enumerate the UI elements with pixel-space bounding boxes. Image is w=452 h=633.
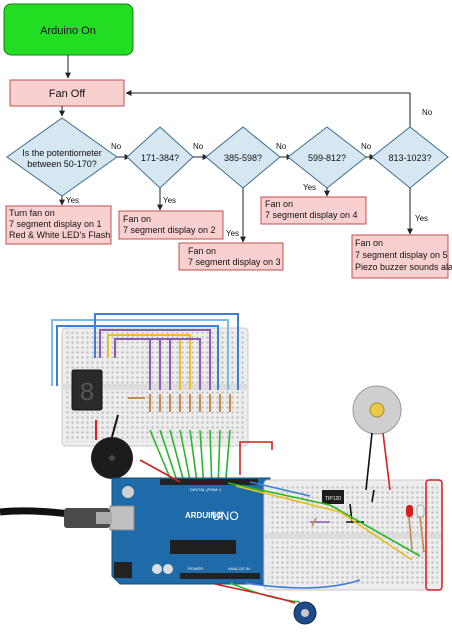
action-1-line-3: Red & White LED's Flash [9,230,110,240]
usb-cable [0,507,112,528]
arduino-model: UNO [212,509,239,523]
led-white [416,504,425,518]
right-wires [139,441,425,561]
circuit-diagram: 8 [0,313,443,625]
action-4-line-1: Fan on [265,199,293,209]
decision-1: Is the potentiometer between 50-170? [6,117,118,197]
analog-header [180,573,260,579]
action-5: Fan on 7 segment display on 5 Piezo buzz… [351,234,452,279]
atmega-chip [170,540,236,554]
resistor-row [149,394,231,412]
action-5-line-1: Fan on [355,238,383,248]
flowchart: Arduino On Fan Off No Is the potentiomet… [3,3,452,279]
decision-4-line-1: 599-812? [308,153,346,163]
decision-1-no-label: No [111,142,122,151]
dc-fan-motor [352,385,402,491]
decision-2-no-label: No [193,142,204,151]
action-2: Fan on 7 segment display on 2 [118,210,224,240]
decision-1-line-2: between 50-170? [27,159,97,169]
decision-5: 813-1023? [371,126,449,189]
decision-2-yes-label: Yes [163,196,176,205]
action-4-line-2: 7 segment display on 4 [265,210,358,220]
seven-segment-display: 8 [71,369,103,411]
tip120-transistor: TIP120 [322,490,344,504]
arduino-brand: ARDUINO [185,511,222,520]
loop-back-arrow [125,90,411,127]
decision-4-yes-label: Yes [303,183,316,192]
decision-4: 599-812? [287,126,367,189]
piezo-buzzer [91,414,133,479]
decision-3-no-label: No [276,142,287,151]
start-node-label: Arduino On [40,25,96,37]
digital-header [160,479,258,485]
action-5-line-2: 7 segment display on 5 [355,250,448,260]
action-3-line-1: Fan on [188,246,216,256]
action-2-line-2: 7 segment display on 2 [123,225,216,235]
decision-2-line-1: 171-384? [141,153,179,163]
decision-5-line-1: 813-1023? [388,153,431,163]
action-3: Fan on 7 segment display on 3 [178,242,284,271]
usb-port [109,505,135,531]
decision-3: 385-598? [205,126,281,189]
decision-1-yes-label: Yes [66,196,79,205]
fan-off-node: Fan Off [9,79,125,107]
transistor-label: TIP120 [325,496,341,502]
analog-label: ANALOG IN [228,566,250,571]
action-1-line-2: 7 segment display on 1 [9,219,102,229]
capacitor-2 [163,564,173,574]
display-digit: 8 [79,378,95,408]
decision-5-yes-label: Yes [415,214,428,223]
fan-off-label: Fan Off [49,88,86,100]
action-3-line-2: 7 segment display on 3 [188,257,281,267]
digital-label: DIGITAL (PWM~) [190,487,222,492]
capacitor-1 [152,564,162,574]
top-wires [51,313,239,390]
decision-2: 171-384? [126,126,194,189]
action-1: Turn fan on 7 segment display on 1 Red &… [5,205,112,245]
decision-1-line-1: Is the potentiometer [22,148,102,158]
action-1-line-1: Turn fan on [9,208,55,218]
decision-5-no-label: No [422,108,433,117]
reset-button [122,486,134,498]
power-jack [114,562,132,578]
action-5-line-3: Piezo buzzer sounds alarm [355,262,452,272]
start-node: Arduino On [3,3,134,56]
action-4: Fan on 7 segment display on 4 [260,196,367,225]
decision-4-no-label: No [361,142,372,151]
action-2-line-1: Fan on [123,214,151,224]
led-red [406,505,413,517]
arduino-uno-board: ARDUINO UNO DIGITAL (PWM~) POWER ANALOG … [109,477,271,585]
power-label: POWER [188,566,203,571]
potentiometer [214,579,361,625]
breadboard-right [263,479,443,591]
decision-3-yes-label: Yes [226,229,239,238]
decision-3-line-1: 385-598? [224,153,262,163]
